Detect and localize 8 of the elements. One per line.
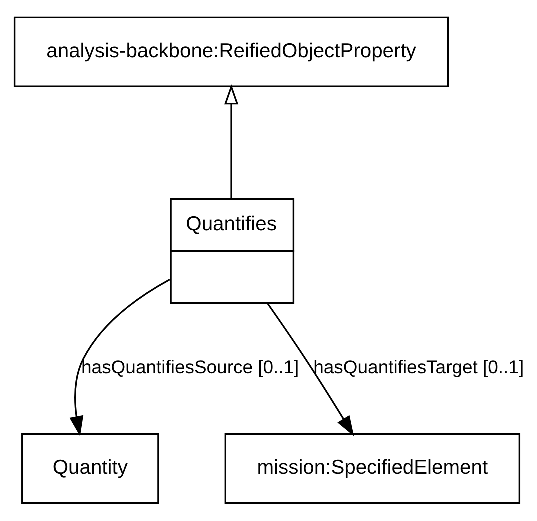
arrow [70,279,170,437]
node-box: mission:SpecifiedElement [224,434,521,504]
node-box: analysis-backbone:ReifiedObjectProperty [14,16,450,88]
node-box: Quantity [22,434,160,504]
arrow [267,303,354,436]
edge-label: hasQuantifiesSource [0..1] [82,356,300,378]
arrow [224,84,239,199]
edge-label: hasQuantifiesTarget [0..1] [314,356,524,378]
